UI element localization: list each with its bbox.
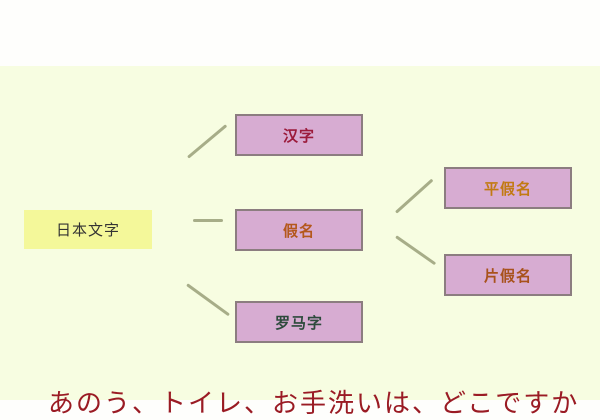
root-node-label: 日本文字 [55, 221, 120, 239]
node-romaji: 罗马字 [235, 301, 363, 343]
node-romaji-label: 罗马字 [274, 313, 323, 332]
caption-text: あのう、トイレ、お手洗いは、どこですか [48, 389, 580, 419]
node-katakana-label: 片假名 [483, 266, 532, 285]
top-blank-band [0, 0, 600, 66]
root-node-japanese-scripts: 日本文字 [24, 210, 152, 249]
node-katakana: 片假名 [444, 254, 572, 296]
node-kanji: 汉字 [235, 114, 363, 156]
connector-root-to-kana [193, 219, 223, 222]
node-hiragana: 平假名 [444, 167, 572, 209]
node-kanji-label: 汉字 [282, 126, 315, 145]
node-hiragana-label: 平假名 [483, 179, 532, 198]
node-kana-label: 假名 [282, 221, 315, 240]
node-kana: 假名 [235, 209, 363, 251]
